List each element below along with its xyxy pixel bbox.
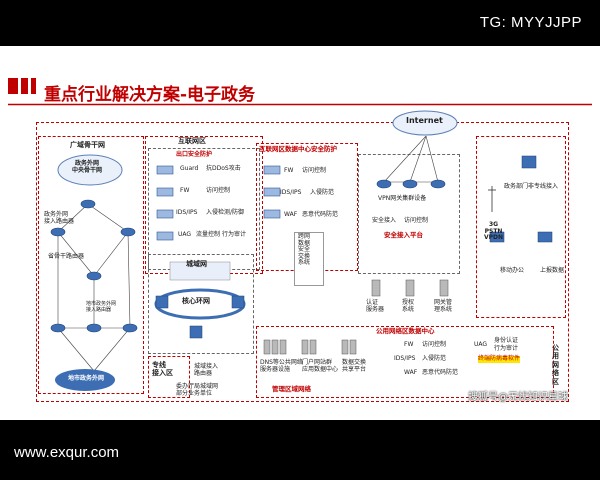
core-agency: 委办厅局城域网 部分业务单位 [176,383,219,397]
exchange-box [294,232,324,286]
internet-cloud-icon [392,110,458,136]
wan-title: 广域骨干网 [70,141,105,149]
public-dc-title: 公用网络区数据中心 [376,327,435,335]
inet-ids: IDS/IPS [176,209,198,216]
core-special: 专线 接入区 [152,361,173,377]
slide-title: 重点行业解决方案-电子政务 [44,85,256,105]
vpn-topology [376,135,446,189]
public-dc-servers [263,339,357,355]
slide: 重点行业解决方案-电子政务 广域骨干网 政务外网 中央骨干网 政务外网 接入路由… [0,46,600,420]
vpn-server-grant: 授权 系统 [402,299,415,313]
core-area [148,254,254,354]
pdc-fw: FW [404,341,414,348]
internet-cloud-label: Internet [406,116,443,125]
mobile-dept: 政务部门非专线接入 [504,183,559,190]
mobile-office: 移动办公 [500,267,525,274]
internet-sub: 出口安全防护 [176,151,213,158]
mobile-area [476,136,566,318]
mgmt-title: 管理区域网络 [272,385,311,393]
vpn-cluster: VPN网关集群设备 [378,195,427,202]
city-cloud-icon [55,369,115,391]
watermark-bottom: www.exqur.com [14,444,120,461]
wan-central: 政务外网 中央骨干网 [72,160,103,174]
wan-city: 地市政务外网 [68,375,105,382]
public-share: 数据交换 共享平台 [342,359,367,373]
central-cloud-icon [57,154,123,186]
public-label: 公用网络区 [552,344,559,386]
special-area [148,356,190,398]
watermark-top: TG: MYYJJPP [479,14,582,31]
pdc-fw-desc: 访问控制 [422,341,447,348]
dc-security-devices [263,165,281,219]
mobile-devices [488,155,553,243]
pdc-ids: IDS/IPS [394,355,416,362]
dc-security-title: 互联网区数据中心安全防护 [259,145,337,153]
core-ring [154,261,246,339]
pdc-ids-desc: 入侵防范 [422,355,447,362]
title-decoration [8,78,36,94]
pdc-waf: WAF [404,369,418,376]
dcs-fw: FW [284,167,294,174]
dcs-waf-desc: 恶意代码防范 [302,211,339,218]
wan-city-access: 地市政务外网 接入路由器 [86,301,117,313]
pdc-auth: 身份认证 [494,337,519,344]
exchange-label: 跨网 数据 安全 交换 系统 [298,233,311,267]
inet-uag: UAG [178,231,192,238]
dcs-ids: IDS/IPS [280,189,302,196]
core-metro: 城域网 [186,260,207,268]
public-dc-area [256,326,554,398]
pdc-av: 终端防病毒软件 [478,355,521,363]
public-dns: DNS等公共网络 服务器设施 [260,359,303,373]
wan-province: 省骨干路由器 [48,253,85,260]
inet-acl: 访问控制 [206,187,231,194]
inet-guard: Guard [180,165,199,172]
inet-fw: FW [180,187,190,194]
vpn-server-gw: 网关管 理系统 [434,299,453,313]
internet-title: 互联网区 [178,137,206,145]
dcs-ids-desc: 入侵防范 [310,189,335,196]
mobile-report: 上报数据 [540,267,565,274]
watermark-overlay: 搜狐号@无忧知识星球 [468,392,568,403]
dcs-waf: WAF [284,211,298,218]
vpn-servers [371,279,449,297]
inet-audit: 行为审计 [222,231,247,238]
wan-topology [50,199,138,372]
wan-access: 政务外网 接入路由器 [44,211,75,225]
vpn-acl: 访问控制 [404,217,429,224]
vpn-platform: 安全接入平台 [384,231,423,239]
core-ring-label: 核心环网 [182,297,210,305]
vpn-secure: 安全接入 [372,217,397,224]
inet-ids-desc: 入侵检测/防御 [206,209,245,216]
vpn-server-auth: 认证 服务器 [366,299,385,313]
pdc-uag: UAG [474,341,488,348]
inet-flow: 流量控制 [196,231,221,238]
mobile-link: 3G PSTN VPDN [484,221,504,242]
internet-devices [156,165,174,241]
pdc-audit: 行为审计 [494,345,519,352]
public-portal: 门户网站群 应用数据中心 [302,359,339,373]
outer-frame [36,122,569,402]
title-underline [8,103,592,106]
dcs-fw-desc: 访问控制 [302,167,327,174]
wan-area [38,136,144,394]
inet-ddos: 抗DDoS攻击 [206,165,241,172]
core-metro-router: 城域接入 路由器 [194,363,219,377]
pdc-waf-desc: 恶意代码防范 [422,369,459,376]
